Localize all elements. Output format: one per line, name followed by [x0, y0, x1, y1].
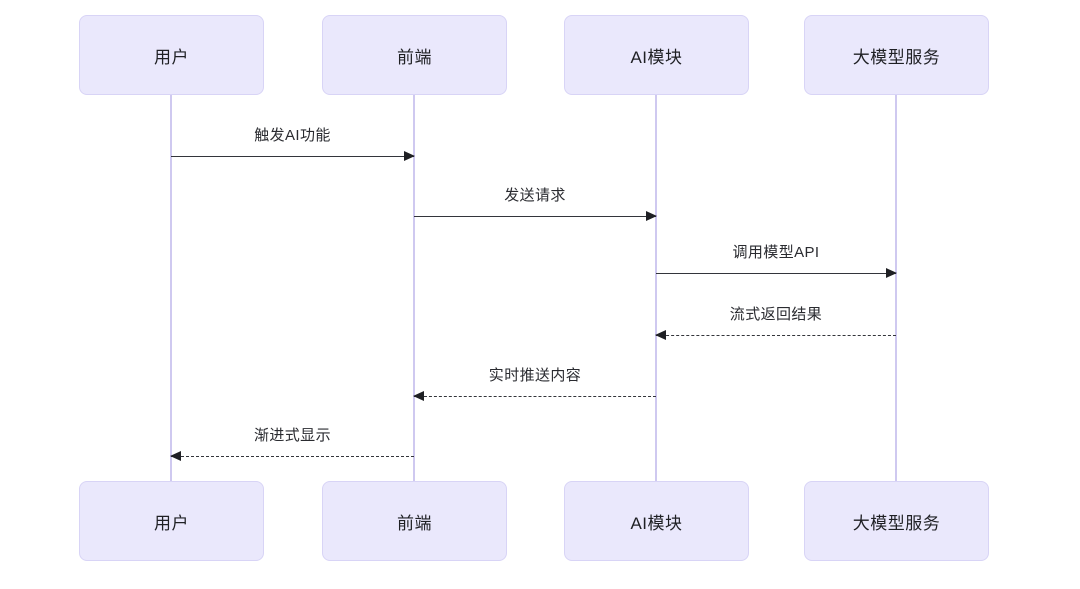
lifeline-ai-module	[655, 95, 657, 481]
participant-box-frontend-bottom[interactable]: 前端	[322, 481, 507, 561]
arrow-head-right-icon	[886, 268, 897, 278]
participant-label: 大模型服务	[852, 47, 941, 67]
message-label: 渐进式显示	[253, 427, 331, 444]
message-label: 实时推送内容	[488, 367, 582, 384]
message-line	[414, 216, 656, 217]
participant-box-llm-service-top[interactable]: 大模型服务	[804, 15, 989, 95]
participant-box-user-bottom[interactable]: 用户	[79, 481, 264, 561]
message-line	[656, 273, 896, 274]
participant-label: AI模块	[630, 513, 683, 533]
arrow-head-left-icon	[170, 451, 181, 461]
message-label: 发送请求	[504, 187, 566, 204]
message-line	[414, 396, 656, 397]
participant-label: 用户	[154, 513, 189, 533]
message-label: 调用模型API	[732, 244, 820, 261]
participant-box-llm-service-bottom[interactable]: 大模型服务	[804, 481, 989, 561]
message-label: 触发AI功能	[254, 127, 331, 144]
participant-label: AI模块	[630, 47, 683, 67]
participant-label: 大模型服务	[852, 513, 941, 533]
participant-label: 用户	[154, 47, 189, 67]
participant-label: 前端	[397, 47, 432, 67]
lifeline-frontend	[413, 95, 415, 481]
message-label: 流式返回结果	[729, 306, 823, 323]
participant-box-ai-module-bottom[interactable]: AI模块	[564, 481, 749, 561]
lifeline-llm-service	[895, 95, 897, 481]
arrow-head-left-icon	[413, 391, 424, 401]
lifeline-user	[170, 95, 172, 481]
message-line	[171, 156, 414, 157]
participant-box-user-top[interactable]: 用户	[79, 15, 264, 95]
participant-label: 前端	[397, 513, 432, 533]
participant-box-ai-module-top[interactable]: AI模块	[564, 15, 749, 95]
message-line	[656, 335, 896, 336]
participant-box-frontend-top[interactable]: 前端	[322, 15, 507, 95]
arrow-head-right-icon	[646, 211, 657, 221]
arrow-head-left-icon	[655, 330, 666, 340]
arrow-head-right-icon	[404, 151, 415, 161]
message-line	[171, 456, 414, 457]
